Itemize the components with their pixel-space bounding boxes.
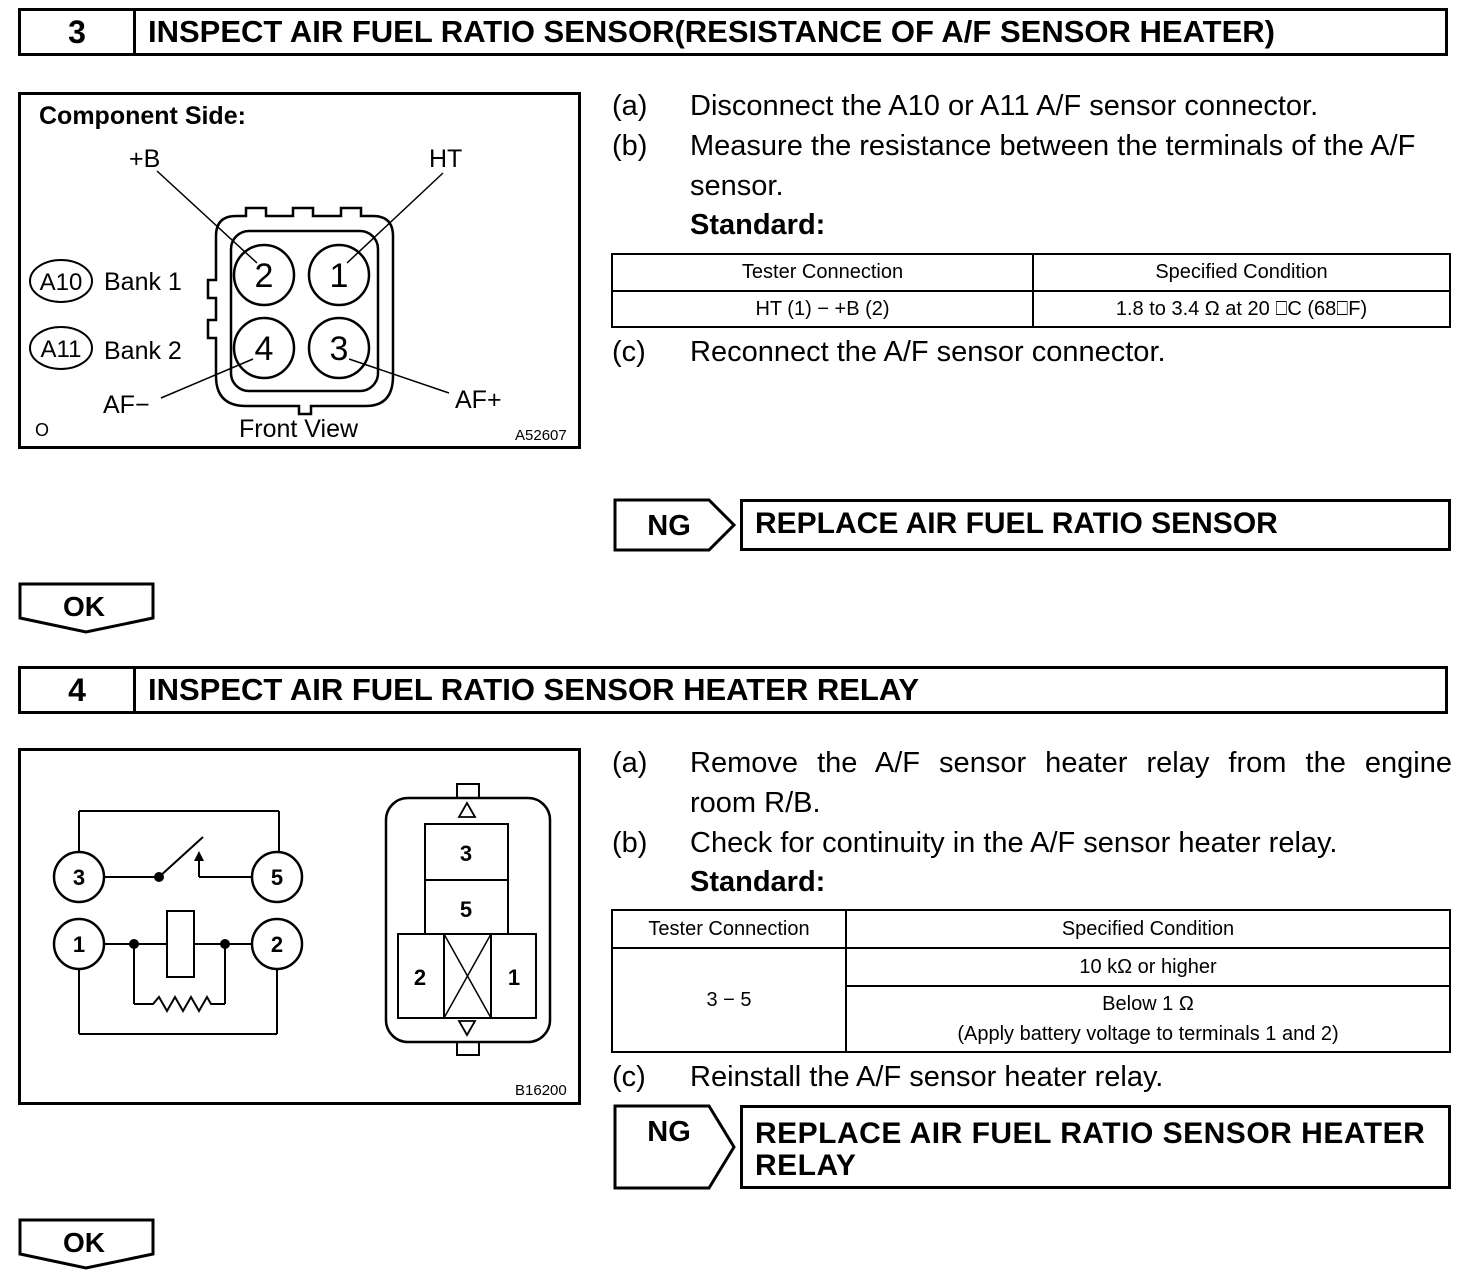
table-cell-cond2-note: (Apply battery voltage to terminals 1 an… — [957, 1023, 1339, 1045]
step3-ng-arrow: NG — [613, 498, 737, 557]
table-cell-cond2: Below 1 Ω — [1102, 993, 1194, 1015]
table-header: Specified Condition — [1032, 253, 1451, 292]
step3-ok-arrow: OK — [18, 582, 156, 639]
step4-header: 4 INSPECT AIR FUEL RATIO SENSOR HEATER R… — [18, 666, 1448, 714]
pin-2-circle — [232, 243, 296, 307]
pin-3-circle — [307, 316, 371, 380]
ng-action-text: REPLACE AIR FUEL RATIO SENSOR — [755, 507, 1278, 540]
figure-id-a52607: A52607 — [515, 427, 567, 444]
step4-ok-arrow: OK — [18, 1218, 156, 1275]
plus-b-label: +B — [129, 145, 160, 173]
step4-spec-table: Tester Connection Specified Condition 3 … — [611, 909, 1451, 1053]
ht-label: HT — [429, 145, 462, 173]
step3-connector-figure: Component Side: 2 1 4 3 +B HT AF− AF+ A1… — [18, 92, 581, 449]
pin-2-label: 2 — [255, 257, 274, 295]
front-view-label: Front View — [239, 415, 359, 443]
table-header: Specified Condition — [845, 909, 1451, 949]
step4-title: INSPECT AIR FUEL RATIO SENSOR HEATER REL… — [148, 672, 920, 707]
table-cell: 10 kΩ or higher — [845, 947, 1451, 987]
af-minus-label: AF− — [103, 391, 150, 419]
step4-number: 4 — [21, 669, 136, 711]
step4-relay-figure: 3 5 1 2 3 5 2 — [18, 748, 581, 1105]
table-cell-connection: 3 − 5 — [611, 947, 847, 1053]
figure-id-b16200: B16200 — [515, 1082, 567, 1099]
relay-3-label: 3 — [460, 841, 472, 866]
table-cell: 1.8 to 3.4 Ω at 20 ⎕C (68⎕F) — [1032, 290, 1451, 328]
a10-label: A10 — [40, 269, 83, 296]
pin-4-circle — [232, 316, 296, 380]
pin-4-label: 4 — [255, 330, 274, 368]
ng-action-line2: RELAY — [755, 1149, 857, 1182]
ok-label: OK — [63, 1227, 105, 1258]
step3-instructions: (a)Disconnect the A10 or A11 A/F sensor … — [612, 90, 1416, 368]
corner-o-label: O — [35, 420, 49, 440]
terminal-5-label: 5 — [271, 865, 283, 890]
component-side-label: Component Side: — [39, 102, 246, 130]
step3-header: 3 INSPECT AIR FUEL RATIO SENSOR(RESISTAN… — [18, 8, 1448, 56]
connector-diagram: Component Side: 2 1 4 3 +B HT AF− AF+ A1… — [29, 102, 567, 444]
step4-ng-action: REPLACE AIR FUEL RATIO SENSOR HEATER REL… — [740, 1105, 1451, 1189]
table-header: Tester Connection — [611, 909, 847, 949]
table-header: Tester Connection — [611, 253, 1034, 292]
relay-diagram: 3 5 1 2 3 5 2 — [52, 783, 567, 1099]
table-cell: Below 1 Ω (Apply battery voltage to term… — [845, 985, 1451, 1053]
a11-label: A11 — [41, 336, 82, 363]
relay-2-label: 2 — [414, 965, 426, 990]
step3-ng-action: REPLACE AIR FUEL RATIO SENSOR — [740, 499, 1451, 551]
pin-1-circle — [307, 243, 371, 307]
step3-spec-table: Tester Connection Specified Condition HT… — [611, 253, 1451, 328]
step4-instructions: (a)Remove the A/F sensor heater relay fr… — [612, 747, 1452, 1093]
connector-outline — [206, 206, 395, 416]
bank2-label: Bank 2 — [104, 337, 182, 365]
step3-title: INSPECT AIR FUEL RATIO SENSOR(RESISTANCE… — [148, 14, 1275, 49]
connector-inner — [229, 229, 380, 393]
pin-3-label: 3 — [330, 330, 349, 368]
bank1-label: Bank 1 — [104, 268, 182, 296]
ng-label: NG — [647, 510, 691, 542]
terminal-2-label: 2 — [271, 932, 283, 957]
table-cell: HT (1) − +B (2) — [611, 290, 1034, 328]
af-plus-label: AF+ — [455, 386, 502, 414]
pin-1-label: 1 — [330, 257, 349, 295]
ng-label: NG — [647, 1116, 691, 1148]
step4-ng-arrow: NG — [613, 1104, 737, 1195]
step3-number: 3 — [21, 11, 136, 53]
relay-5-label: 5 — [460, 897, 472, 922]
terminal-3-label: 3 — [73, 865, 85, 890]
ng-action-line1: REPLACE AIR FUEL RATIO SENSOR HEATER — [755, 1117, 1426, 1150]
ok-label: OK — [63, 591, 105, 622]
relay-1-label: 1 — [508, 965, 520, 990]
terminal-1-label: 1 — [73, 932, 85, 957]
